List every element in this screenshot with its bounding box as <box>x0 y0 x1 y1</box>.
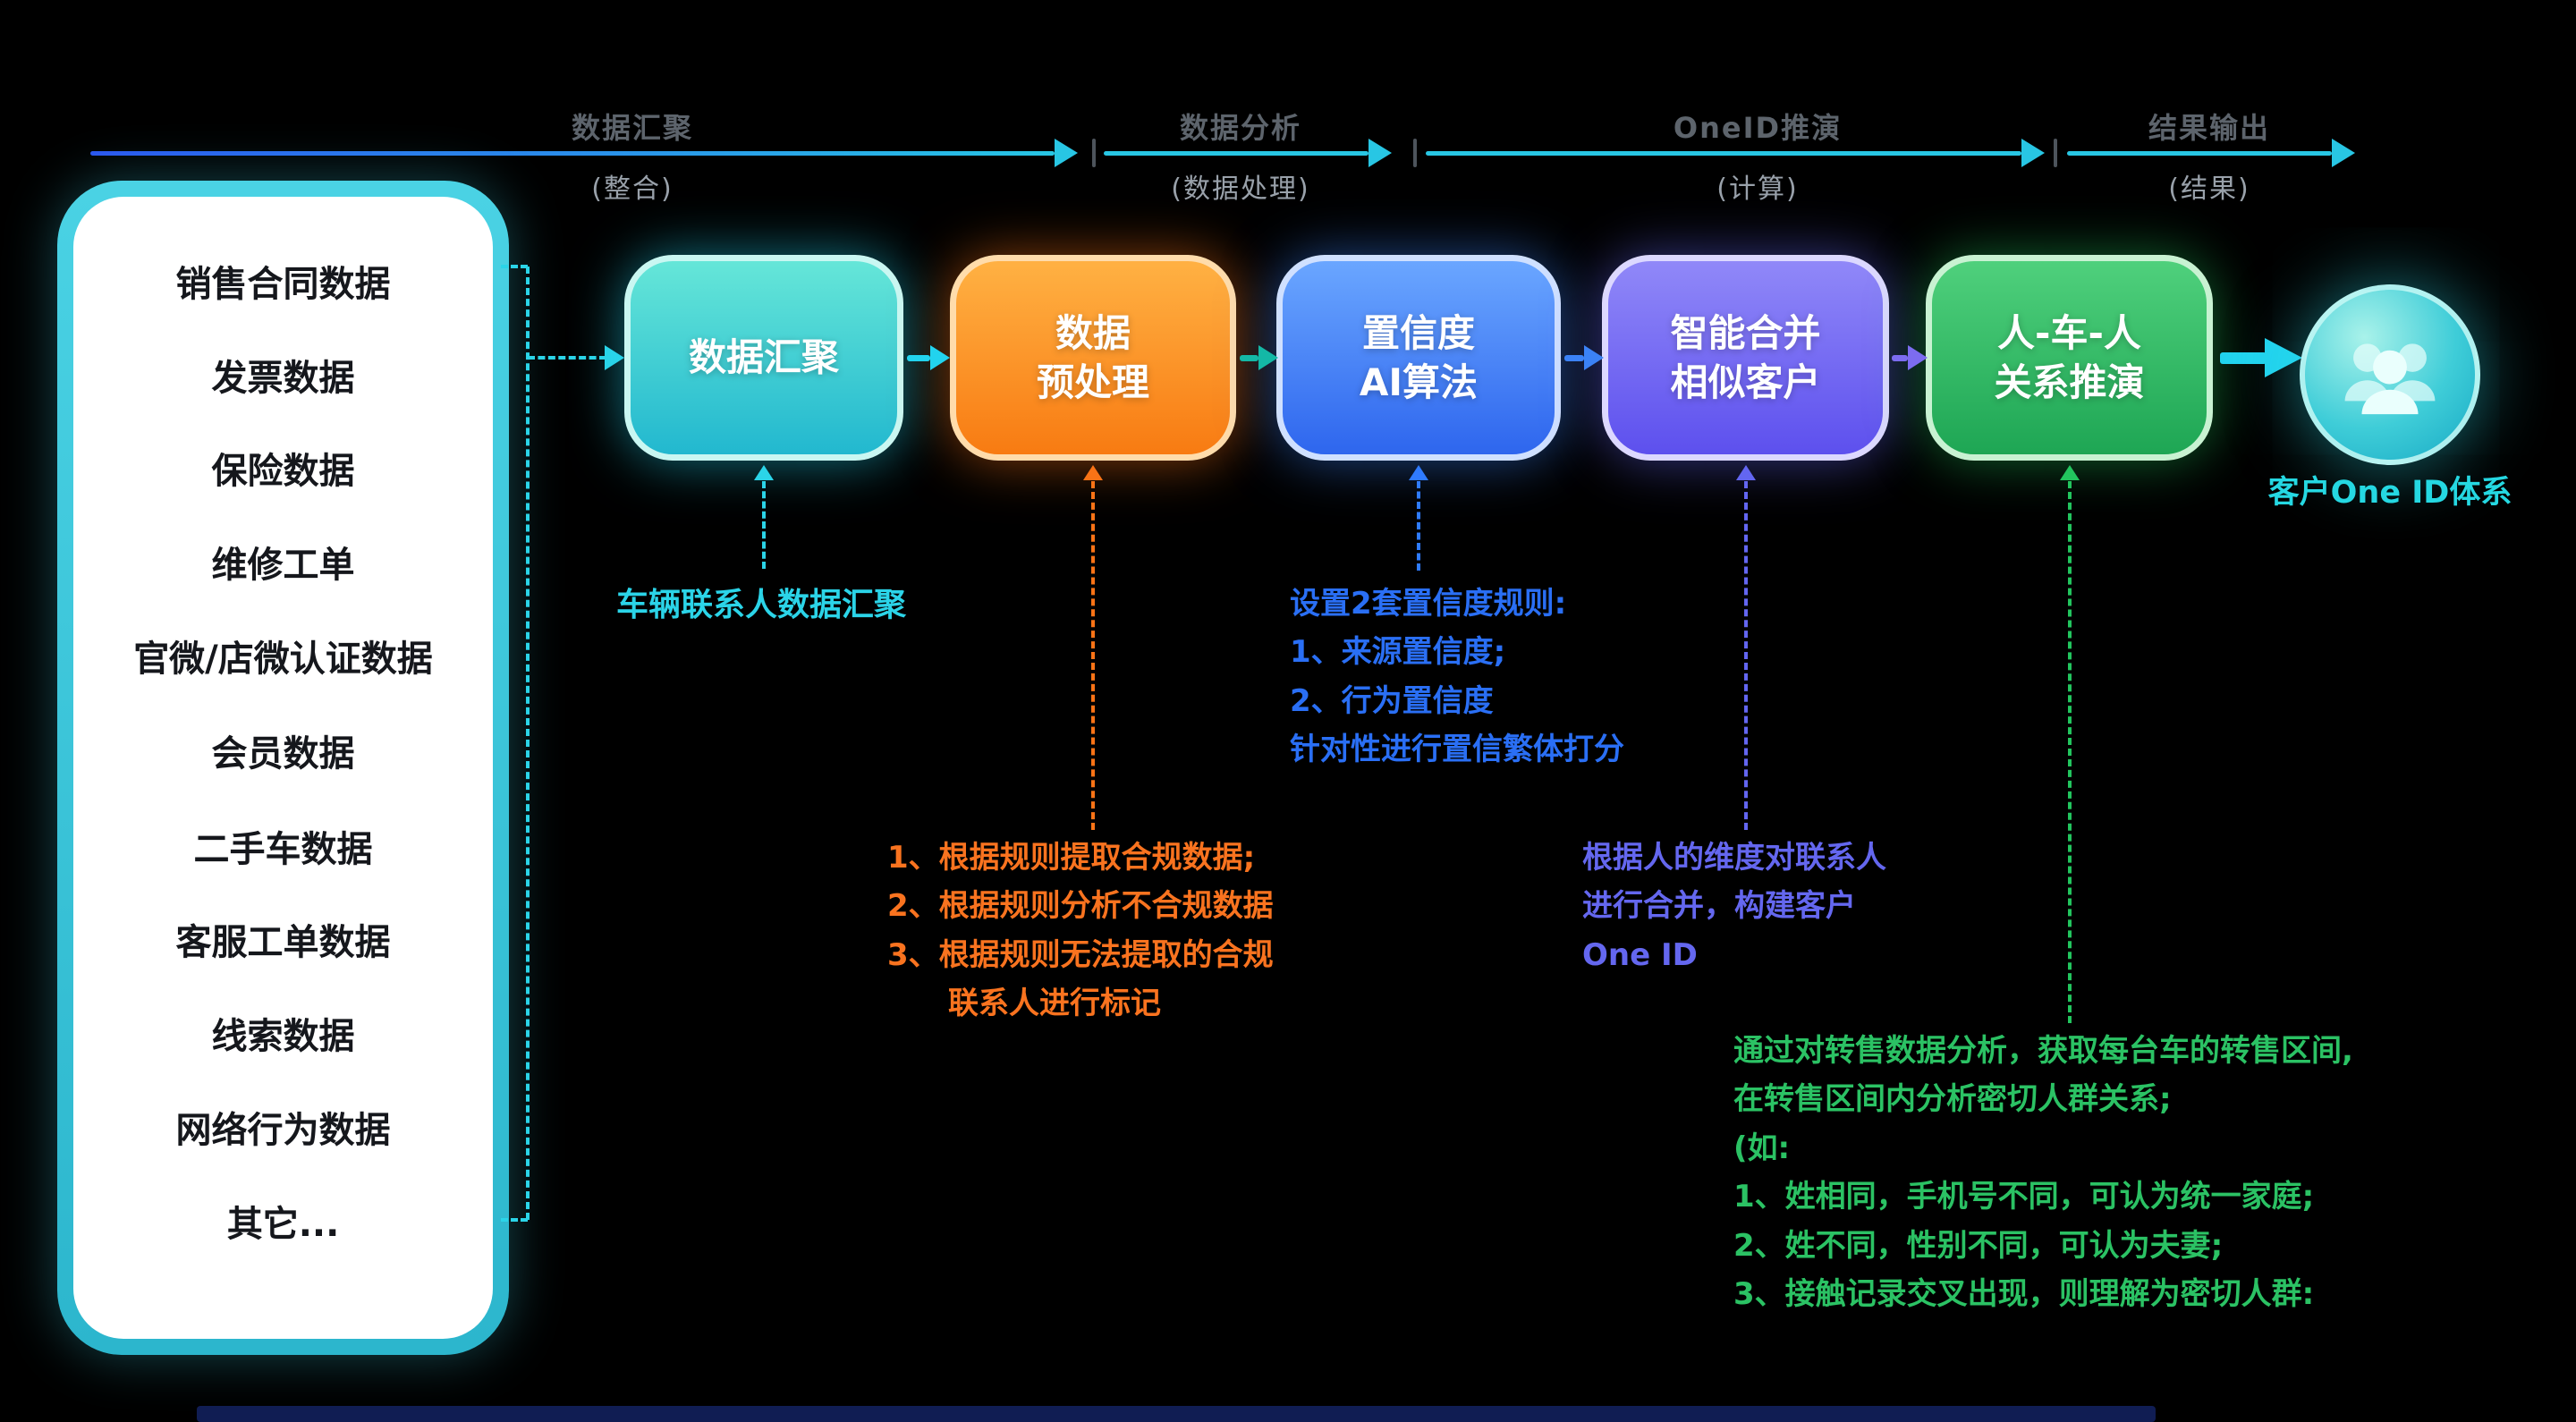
flow-arrow-line-3 <box>1564 355 1584 361</box>
source-connector-stub-top <box>501 265 528 268</box>
phase-arrow-line-2 <box>1104 151 1368 156</box>
step-label: 数据汇聚 <box>688 335 839 380</box>
phase-title-analysis: 数据分析 <box>1179 111 1301 145</box>
step-confidence-ai: 置信度 AI算法 <box>1276 255 1561 461</box>
phase-subtitle-analysis: (数据处理) <box>1171 174 1310 205</box>
annotation-confidence-text: 设置2套置信度规则: 1、来源置信度; 2、行为置信度 针对性进行置信繁体打分 <box>1290 586 1624 768</box>
annotation-connector-merge <box>1744 481 1748 830</box>
phase-subtitle-output: (结果) <box>2168 174 2250 205</box>
step-smart-merge: 智能合并 相似客户 <box>1602 255 1889 461</box>
phase-arrow-line-3 <box>1426 151 2021 156</box>
source-item-sales-contract: 销售合同数据 <box>175 264 391 305</box>
step-data-aggregation: 数据汇聚 <box>624 255 903 461</box>
source-item-used-car: 二手车数据 <box>193 829 373 870</box>
bottom-accent-bar <box>197 1406 2156 1422</box>
annotation-arrowhead-icon-preprocess <box>1083 465 1103 480</box>
annotation-connector-aggregation <box>762 481 766 569</box>
people-group-icon <box>2344 343 2436 415</box>
phase-arrowhead-icon-3 <box>2021 139 2045 167</box>
source-item-repair-order: 维修工单 <box>211 545 355 586</box>
phase-arrowhead-icon-4 <box>2332 139 2355 167</box>
phase-arrowhead-icon-2 <box>1368 139 1392 167</box>
phase-arrowhead-icon-1 <box>1055 139 1078 167</box>
step-label: 人-车-人 关系推演 <box>1994 310 2145 404</box>
flow-arrow-line-2 <box>1240 355 1258 361</box>
result-icon-circle <box>2300 284 2480 465</box>
annotation-arrowhead-icon-confidence <box>1409 465 1428 480</box>
source-connector-arrow-line <box>528 356 606 360</box>
source-item-others: 其它... <box>226 1204 340 1245</box>
source-data-panel-inner: 销售合同数据 发票数据 保险数据 维修工单 官微/店微认证数据 会员数据 二手车… <box>73 197 493 1339</box>
flow-arrowhead-icon-1 <box>930 345 950 370</box>
step-label: 智能合并 相似客户 <box>1670 310 1821 404</box>
flow-arrow-line-4 <box>1892 355 1908 361</box>
annotation-connector-confidence <box>1417 481 1420 571</box>
annotation-arrowhead-icon-merge <box>1736 465 1756 480</box>
source-item-member: 会员数据 <box>211 733 355 774</box>
source-connector-arrowhead-icon <box>605 345 624 370</box>
source-item-web-behavior: 网络行为数据 <box>175 1110 391 1151</box>
result-arrowhead-icon <box>2265 338 2302 377</box>
flow-arrowhead-icon-3 <box>1584 345 1604 370</box>
phase-subtitle-oneid: (计算) <box>1716 174 1799 205</box>
annotation-arrowhead-icon-relation <box>2060 465 2080 480</box>
phase-title-oneid: OneID推演 <box>1673 111 1843 145</box>
flow-arrowhead-icon-4 <box>1908 345 1928 370</box>
phase-arrow-line-4 <box>2067 151 2332 156</box>
phase-subtitle-aggregation: (整合) <box>591 174 674 205</box>
step-data-preprocess: 数据 预处理 <box>950 255 1236 461</box>
flow-arrowhead-icon-2 <box>1258 345 1278 370</box>
phase-divider-tick-2 <box>1413 139 1417 167</box>
source-item-invoice: 发票数据 <box>211 358 355 399</box>
result-label: 客户One ID体系 <box>2267 475 2512 511</box>
phase-arrow-line-1 <box>90 151 1055 156</box>
phase-divider-tick-1 <box>1092 139 1096 167</box>
phase-title-aggregation: 数据汇聚 <box>571 111 693 145</box>
annotation-preprocess-text: 1、根据规则提取合规数据; 2、根据规则分析不合规数据 3、根据规则无法提取的合… <box>887 840 1274 1022</box>
source-item-leads: 线索数据 <box>211 1016 355 1057</box>
annotation-arrowhead-icon-aggregation <box>754 465 774 480</box>
source-item-service-ticket: 客服工单数据 <box>175 922 391 963</box>
source-connector-vertical <box>526 267 530 1220</box>
flow-arrow-line-1 <box>907 355 930 361</box>
annotation-relation-text: 通过对转售数据分析，获取每台车的转售区间, 在转售区间内分析密切人群关系; (如… <box>1733 1033 2353 1312</box>
source-item-wechat-auth: 官微/店微认证数据 <box>133 639 433 680</box>
step-relation-deduction: 人-车-人 关系推演 <box>1926 255 2213 461</box>
source-connector-stub-bottom <box>501 1218 528 1222</box>
step-label: 数据 预处理 <box>1036 310 1149 404</box>
annotation-connector-relation <box>2068 481 2072 1023</box>
phase-title-output: 结果输出 <box>2148 111 2270 145</box>
annotation-connector-preprocess <box>1091 481 1095 830</box>
phase-divider-tick-3 <box>2054 139 2057 167</box>
source-data-panel: 销售合同数据 发票数据 保险数据 维修工单 官微/店微认证数据 会员数据 二手车… <box>57 181 509 1355</box>
annotation-merge-text: 根据人的维度对联系人 进行合并，构建客户 One ID <box>1582 840 1886 973</box>
result-arrow-line <box>2220 352 2267 364</box>
source-item-insurance: 保险数据 <box>211 451 355 492</box>
step-label: 置信度 AI算法 <box>1359 310 1479 404</box>
annotation-aggregation-text: 车辆联系人数据汇聚 <box>616 587 907 623</box>
